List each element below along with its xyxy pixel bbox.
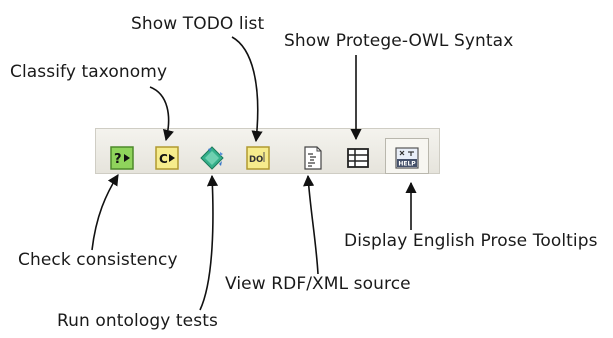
arrow-show-todo-list: [231, 36, 263, 143]
run-ontology-tests-icon-inner: [205, 151, 219, 165]
run-ontology-tests-icon-spark-1: [208, 148, 211, 152]
label-classify-taxonomy: Classify taxonomy: [10, 62, 168, 82]
arrow-view-rdf-xml-source: [303, 174, 319, 275]
label-view-rdf-xml-source: View RDF/XML source: [225, 274, 411, 294]
check-consistency-icon-arrow: [124, 154, 130, 162]
classify-taxonomy-icon-box: [155, 146, 179, 170]
help-tooltip-icon-mark-2: [399, 150, 405, 156]
classify-taxonomy-icon: C: [155, 146, 179, 170]
help-tooltip-icon: HELP: [395, 147, 419, 169]
arrow-run-ontology-tests: [199, 174, 219, 311]
label-run-ontology-tests: Run ontology tests: [57, 311, 218, 331]
check-consistency-icon-glyph: ?: [114, 152, 122, 167]
show-todo-list-icon: DO: [246, 146, 270, 170]
check-consistency-icon: ?: [110, 146, 134, 170]
label-show-todo-list: Show TODO list: [131, 14, 265, 34]
run-ontology-tests-icon: [200, 146, 224, 170]
run-ontology-tests-icon-spark-2: [219, 161, 222, 166]
help-tooltip-icon-glyph: HELP: [398, 161, 416, 168]
show-protege-owl-syntax-button[interactable]: [346, 146, 370, 170]
label-display-english-prose-tooltips: Display English Prose Tooltips: [344, 231, 598, 251]
check-consistency-button[interactable]: ?: [110, 146, 134, 170]
label-check-consistency: Check consistency: [18, 250, 178, 270]
show-todo-list-icon-glyph: DO: [249, 155, 263, 165]
view-rdf-xml-source-icon-page: [304, 146, 322, 170]
run-ontology-tests-button[interactable]: [200, 146, 224, 170]
classify-taxonomy-icon-glyph: C: [159, 152, 168, 166]
show-todo-list-button[interactable]: DO: [246, 146, 270, 170]
classify-taxonomy-button[interactable]: C: [155, 146, 179, 170]
label-show-protege-owl-syntax: Show Protege-OWL Syntax: [284, 31, 514, 51]
show-protege-owl-syntax-icon-frame: [347, 148, 369, 168]
display-prose-tooltips-icon-wrap: HELP: [395, 146, 419, 170]
view-rdf-xml-source-button[interactable]: [301, 146, 325, 170]
arrow-check-consistency: [91, 174, 119, 251]
help-tooltip-icon-band: [397, 159, 417, 167]
classify-taxonomy-icon-arrow: [169, 154, 175, 162]
show-protege-owl-syntax-icon: [347, 148, 369, 168]
check-consistency-icon-box: [110, 146, 134, 170]
run-ontology-tests-icon-spark-3: [220, 152, 223, 156]
view-rdf-xml-source-icon: [304, 146, 322, 170]
view-rdf-xml-source-icon-fold: [316, 147, 321, 152]
